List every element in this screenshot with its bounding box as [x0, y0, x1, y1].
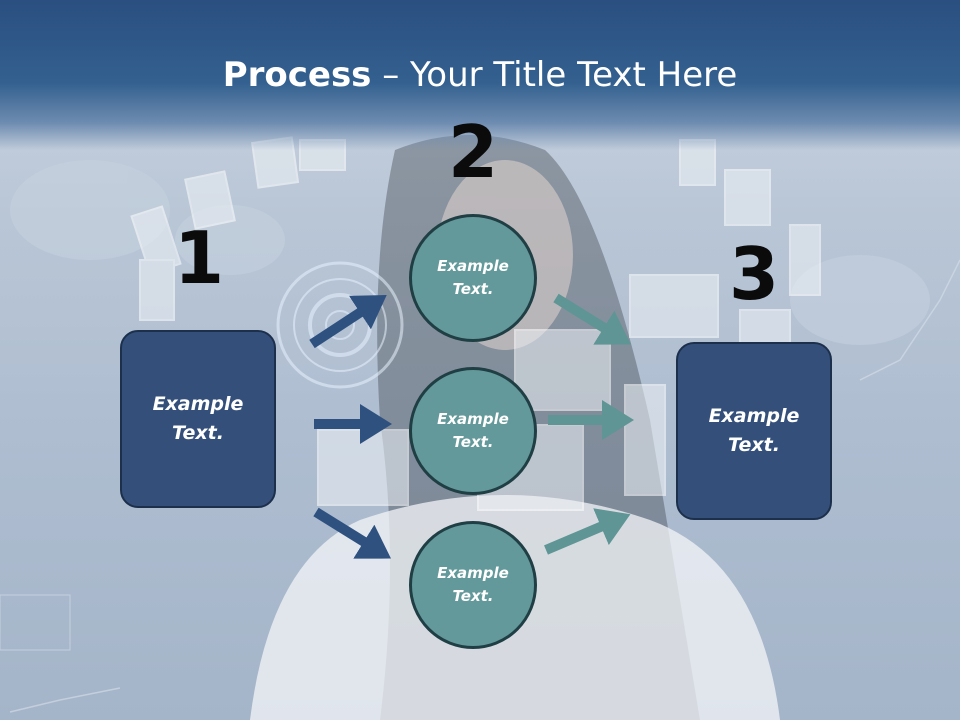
- dot-grid-decoration: [0, 594, 71, 651]
- slide-title: Process – Your Title Text Here: [0, 54, 960, 96]
- step-2-circle-middle: Example Text.: [409, 367, 537, 495]
- step-number-3: 3: [728, 232, 780, 316]
- step-2-circle-bottom: Example Text.: [409, 521, 537, 649]
- circle-top-text: Example Text.: [437, 257, 509, 298]
- arrow-box1-to-circle1: [309, 295, 387, 349]
- circle-bottom-text: Example Text.: [437, 564, 509, 605]
- step-3-box: Example Text.: [676, 342, 832, 520]
- arrow-circle3-to-box3: [544, 508, 631, 555]
- step-3-box-text: Example Text.: [708, 405, 800, 456]
- step-2-circle-top: Example Text.: [409, 214, 537, 342]
- arrow-box1-to-circle3: [313, 507, 391, 559]
- circle-middle-text: Example Text.: [437, 410, 509, 451]
- step-1-box: Example Text.: [120, 330, 276, 508]
- step-1-box-text: Example Text.: [152, 393, 244, 444]
- slide-title-rest: – Your Title Text Here: [371, 55, 738, 95]
- arrow-circle1-to-box3: [553, 293, 631, 345]
- step-number-1: 1: [173, 216, 225, 300]
- title-band: [0, 0, 960, 150]
- slide-title-bold: Process: [222, 55, 372, 95]
- step-number-2: 2: [447, 110, 499, 194]
